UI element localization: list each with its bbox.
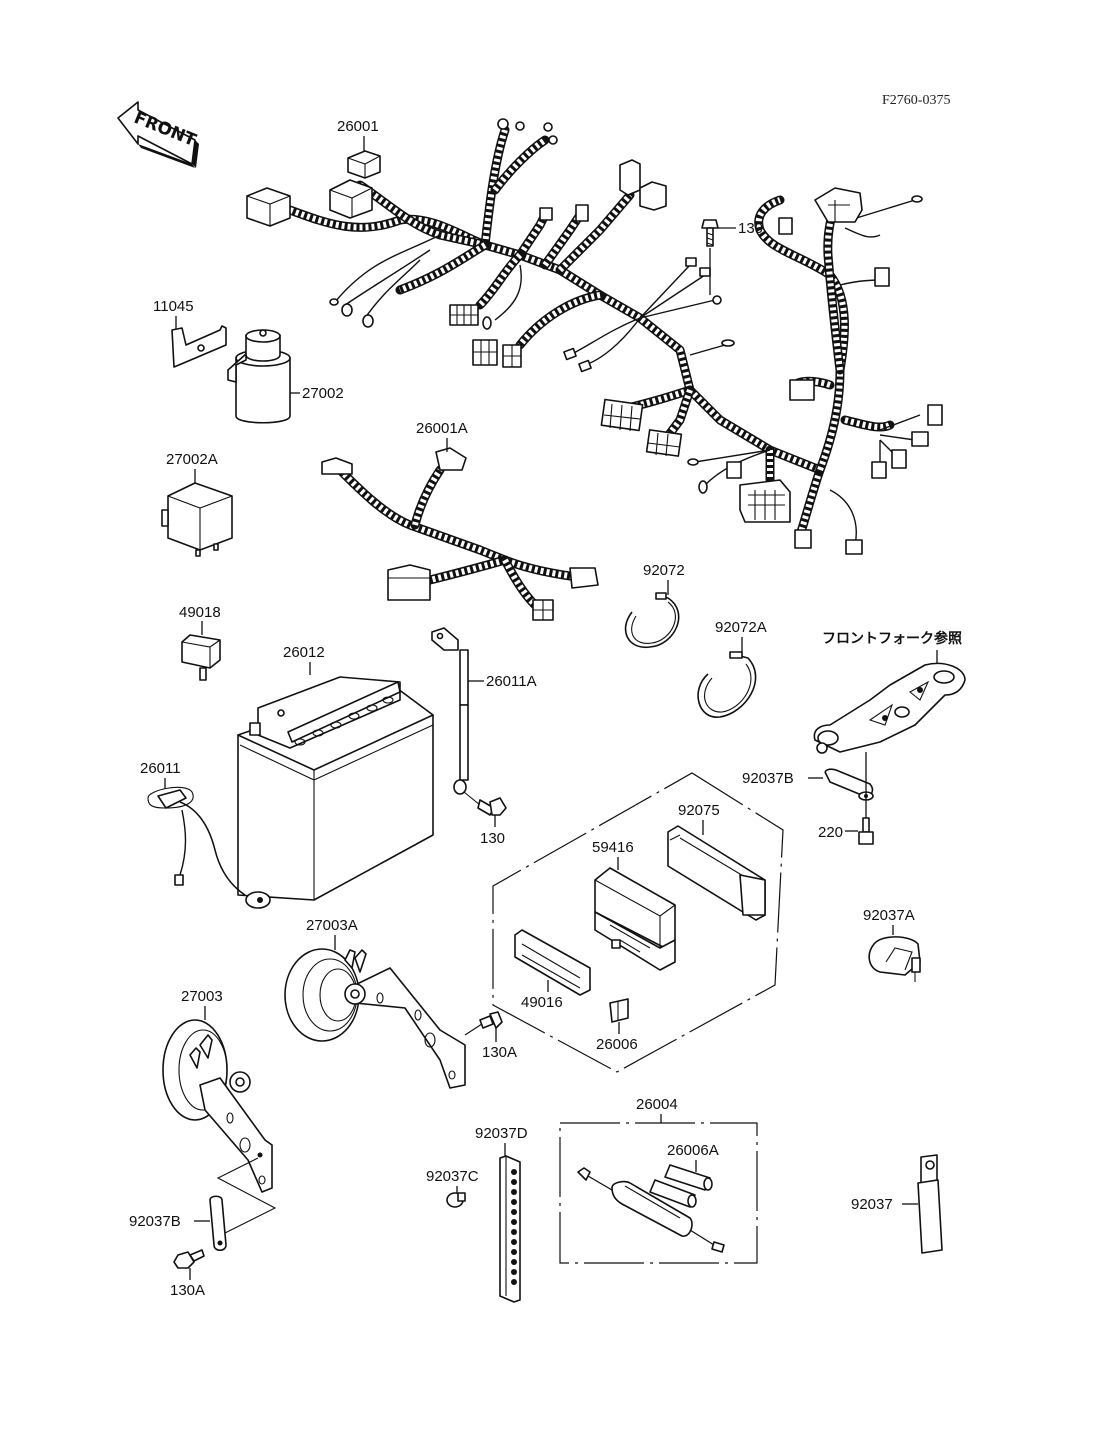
part-label-130A-left: 130A [170,1282,205,1299]
part-label-130A-right: 130A [482,1044,517,1061]
screw-220[interactable]: 220 [818,817,874,845]
bracket-11045[interactable]: 11045 [153,298,227,368]
relay-box-27002A[interactable]: 27002A [161,451,233,557]
part-label-26012: 26012 [283,644,325,661]
band-92072[interactable]: 92072 [624,562,685,648]
connector [329,179,373,219]
junction-box-assembly[interactable]: 92075 59416 49016 26006 [492,772,784,1073]
part-label-92037A: 92037A [863,907,915,924]
main-wiring-harness[interactable]: 26001 [246,118,943,555]
reference-code: F2760-0375 [882,93,950,108]
clamp-92037D[interactable]: 92037D [475,1125,528,1303]
front-arrow-icon: FRONT [117,101,199,168]
part-label-92037C: 92037C [426,1168,479,1185]
part-label-59416: 59416 [592,839,634,856]
front-fork-reference-note: フロントフォーク参照 [822,630,962,647]
bolt-130-top[interactable]: 130 [701,219,763,295]
part-label-130-top: 130 [738,220,763,237]
horn-27003[interactable]: 27003 [162,988,277,1234]
clamp-92037C[interactable]: 92037C [426,1168,479,1208]
part-label-26001: 26001 [337,118,379,135]
connector [246,187,291,227]
band-92072A[interactable]: 92072A [697,619,767,718]
part-label-220: 220 [818,824,843,841]
part-label-130-mid: 130 [480,830,505,847]
part-label-92037D: 92037D [475,1125,528,1142]
part-label-26004: 26004 [636,1096,678,1113]
part-label-92075: 92075 [678,802,720,819]
part-label-26006: 26006 [596,1036,638,1053]
relay-27002[interactable]: 27002 [227,329,344,424]
bolt-130-mid[interactable]: 130 [463,791,507,847]
battery-lead-26011A[interactable]: 26011A [431,627,537,795]
clamp-92037[interactable]: 92037 [851,1154,943,1254]
part-label-26011A: 26011A [486,673,537,690]
clamp-92037A[interactable]: 92037A [863,907,921,982]
part-label-49018: 49018 [179,604,221,621]
clamp-92037B-horn[interactable]: 92037B [129,1195,227,1252]
ground-lead-26011[interactable]: 26011 [140,760,271,909]
front-fork-bracket[interactable]: フロントフォーク参照 [813,630,966,754]
connector [347,150,381,179]
part-label-27003: 27003 [181,988,223,1005]
bolt-130A-left[interactable]: 130A [170,1249,205,1299]
part-label-27002: 27002 [302,385,344,402]
part-label-92037: 92037 [851,1196,893,1213]
battery-26012[interactable]: 26012 [237,644,434,901]
part-label-49016: 49016 [521,994,563,1011]
cover-49018[interactable]: 49018 [179,604,221,681]
clamp-92037B-fork[interactable]: 92037B [742,752,874,818]
sub-wiring-harness[interactable]: 26001A [321,420,599,621]
part-label-92037B-horn: 92037B [129,1213,181,1230]
part-label-27002A: 27002A [166,451,218,468]
part-label-11045: 11045 [153,298,194,315]
part-label-26011: 26011 [140,760,181,777]
fuse-kit-26004[interactable]: 26004 26006A [559,1096,758,1264]
part-label-27003A: 27003A [306,917,358,934]
bolt-130A-right[interactable]: 130A [479,1011,517,1061]
part-label-92072A: 92072A [715,619,767,636]
part-label-26001A: 26001A [416,420,468,437]
part-label-92072: 92072 [643,562,685,579]
horn-27003A[interactable]: 27003A [284,917,486,1089]
part-label-92037B-fork: 92037B [742,770,794,787]
part-label-26006A: 26006A [667,1142,719,1159]
